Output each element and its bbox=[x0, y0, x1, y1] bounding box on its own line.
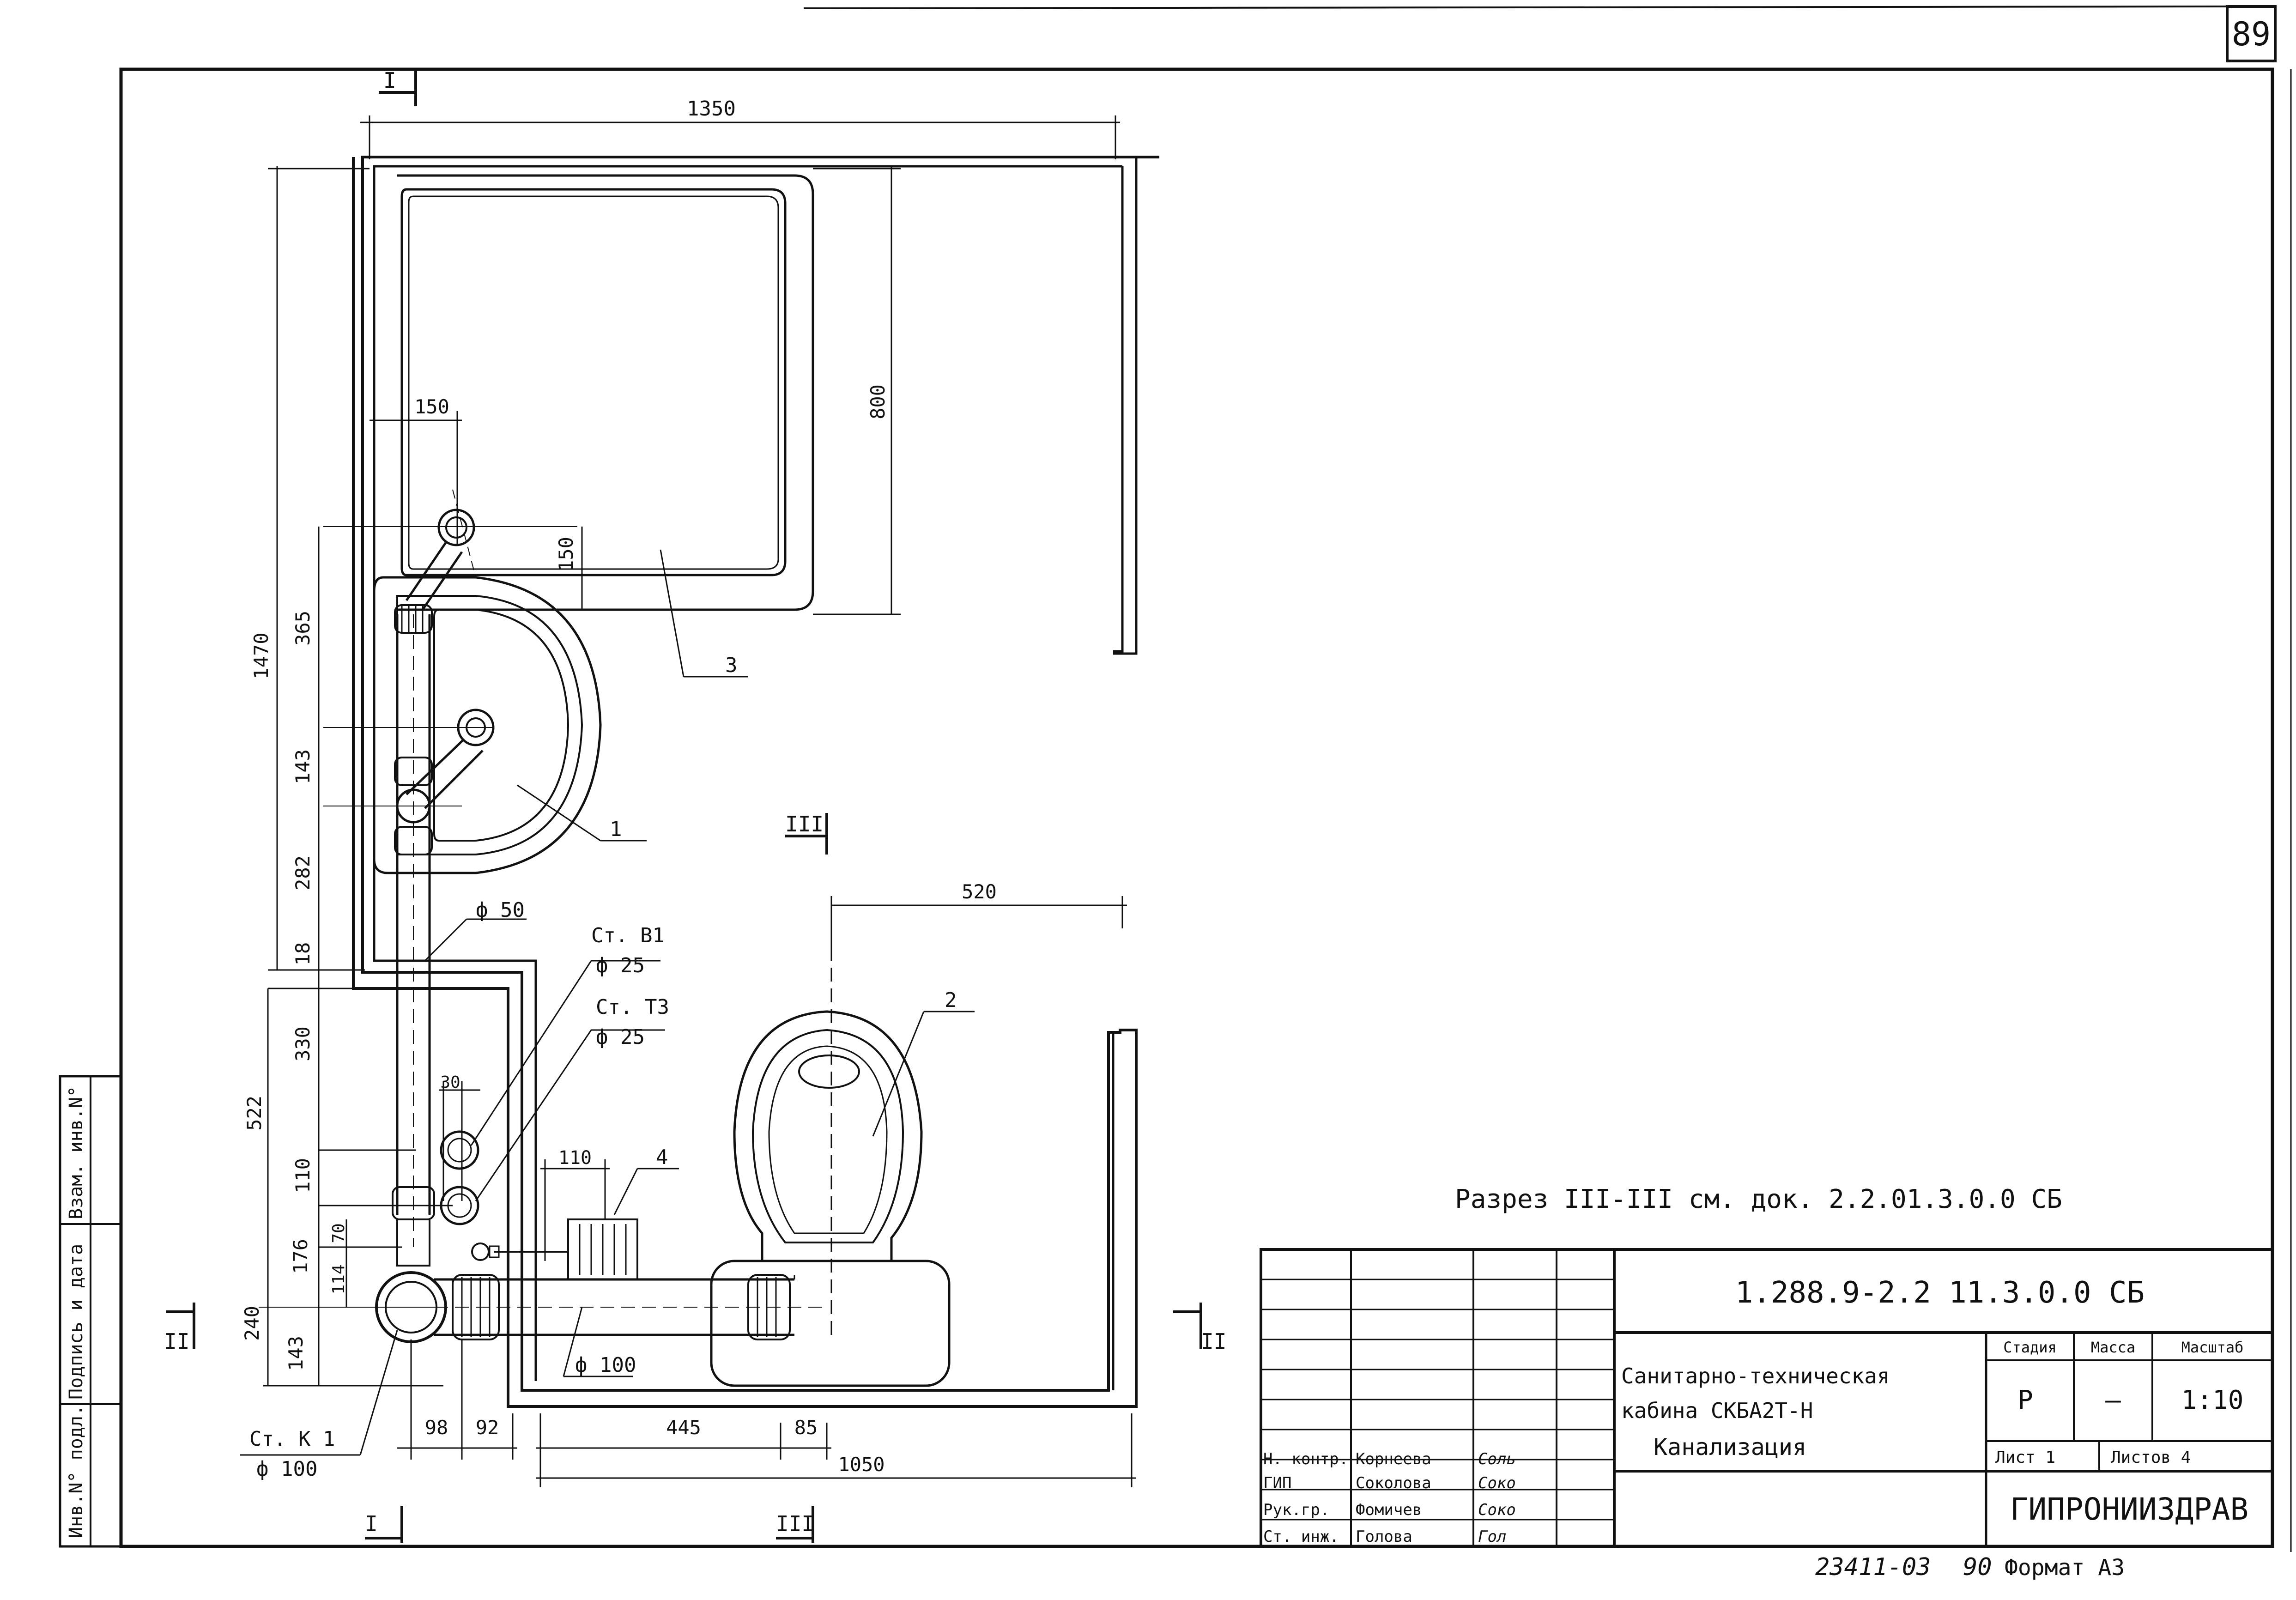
role-1: Н. контр. bbox=[1263, 1450, 1348, 1468]
scale-header: Масштаб bbox=[2181, 1339, 2244, 1356]
mass-header: Масса bbox=[2091, 1339, 2135, 1356]
dimension-texts: 1350 800 150 150 1470 365 143 282 18 330… bbox=[241, 97, 997, 1476]
label-st-k1-dia: ф 100 bbox=[256, 1457, 317, 1481]
dim-522: 522 bbox=[243, 1096, 266, 1131]
dim-330: 330 bbox=[291, 1026, 314, 1061]
footer: 23411-03 90 Формат А3 bbox=[1815, 1553, 2125, 1581]
dim-520: 520 bbox=[962, 880, 997, 903]
dim-150-side: 150 bbox=[555, 537, 577, 572]
sign-4: Гол bbox=[1478, 1527, 1506, 1546]
section-marker-labels: I I II II III III bbox=[164, 68, 1226, 1536]
name-2: Соколова bbox=[1356, 1474, 1431, 1492]
sheets-label: Листов 4 bbox=[2111, 1448, 2191, 1467]
dim-30: 30 bbox=[440, 1073, 460, 1092]
stamp-replace-inv: Взам. инв.N° bbox=[66, 1086, 87, 1219]
dim-110-h: 110 bbox=[558, 1147, 592, 1169]
label-pos-4: 4 bbox=[656, 1145, 668, 1169]
sign-3: Соко bbox=[1478, 1501, 1516, 1519]
label-pos-1: 1 bbox=[610, 818, 622, 841]
label-st-v1: Ст. В1 bbox=[591, 924, 665, 947]
name-4: Голова bbox=[1356, 1527, 1412, 1546]
role-4: Ст. инж. bbox=[1263, 1527, 1339, 1546]
label-pipe-50: ф 50 bbox=[476, 898, 525, 922]
dim-282: 282 bbox=[291, 855, 314, 891]
footer-format: Формат А3 bbox=[2005, 1555, 2125, 1581]
dim-176: 176 bbox=[289, 1239, 312, 1274]
leader-lines bbox=[240, 549, 975, 1456]
callout-texts: ф 50 Ст. В1 ф 25 Ст. Т3 ф 25 ф 100 Ст. К… bbox=[249, 654, 957, 1481]
shower-tray bbox=[397, 174, 814, 611]
organization: ГИПРОНИИЗДРАВ bbox=[2010, 1491, 2249, 1527]
sheet-label: Лист 1 bbox=[1995, 1448, 2055, 1467]
role-3: Рук.гр. bbox=[1263, 1501, 1329, 1519]
dim-85: 85 bbox=[794, 1416, 818, 1439]
side-stamp: Инв.N° подл. Подпись и дата Взам. инв.N° bbox=[59, 1075, 122, 1548]
dim-1470: 1470 bbox=[250, 632, 273, 679]
stamp-inv-number: Инв.N° подл. bbox=[66, 1405, 87, 1538]
stage-value: Р bbox=[2017, 1385, 2033, 1415]
sign-1: Соль bbox=[1478, 1450, 1516, 1468]
section-3-top: III bbox=[785, 812, 824, 836]
dim-150-top: 150 bbox=[414, 395, 449, 418]
title-block bbox=[1260, 1248, 2274, 1548]
dim-110-v: 110 bbox=[291, 1158, 314, 1193]
dim-143-a: 143 bbox=[291, 749, 314, 784]
doc-code: 1.288.9-2.2 11.3.0.0 СБ bbox=[1735, 1276, 2145, 1310]
section-1-bottom: I bbox=[365, 1511, 378, 1536]
label-pos-3: 3 bbox=[725, 654, 738, 677]
section-2-left: II bbox=[164, 1329, 189, 1354]
section-note: Разрез III-III см. док. 2.2.01.3.0.0 СБ bbox=[1455, 1184, 2062, 1214]
label-st-k1: Ст. К 1 bbox=[249, 1427, 335, 1451]
toilet bbox=[710, 947, 951, 1387]
section-2-right: II bbox=[1201, 1329, 1226, 1354]
stamp-sign-date: Подпись и дата bbox=[66, 1244, 87, 1400]
dim-70: 70 bbox=[329, 1223, 348, 1243]
dim-143-b: 143 bbox=[285, 1336, 307, 1371]
dim-365: 365 bbox=[291, 611, 314, 646]
sheet-number-box: 89 bbox=[2226, 5, 2277, 62]
dim-1050: 1050 bbox=[838, 1453, 884, 1476]
name-1: Корнеева bbox=[1356, 1450, 1431, 1468]
dim-240: 240 bbox=[241, 1306, 263, 1341]
label-st-v1-dia: ф 25 bbox=[596, 954, 645, 977]
sheet-number: 89 bbox=[2232, 15, 2271, 53]
title-line-3: Канализация bbox=[1654, 1434, 1806, 1461]
heater-item-4 bbox=[471, 1218, 638, 1280]
sign-2: Соко bbox=[1478, 1474, 1516, 1492]
footer-page: 90 bbox=[1963, 1553, 1992, 1581]
section-1-top: I bbox=[383, 68, 396, 93]
label-st-t3-dia: ф 25 bbox=[596, 1025, 645, 1049]
dimension-lines bbox=[263, 115, 1136, 1487]
title-block-text: 1.288.9-2.2 11.3.0.0 СБ Санитарно-технич… bbox=[1263, 1276, 2248, 1546]
mass-value: — bbox=[2105, 1385, 2121, 1415]
label-st-t3: Ст. Т3 bbox=[596, 995, 669, 1019]
dim-98: 98 bbox=[425, 1416, 448, 1439]
stage-header: Стадия bbox=[2003, 1339, 2057, 1356]
cabin-walls bbox=[352, 156, 1159, 1408]
title-line-1: Санитарно-техническая bbox=[1621, 1364, 1890, 1388]
role-2: ГИП bbox=[1263, 1474, 1291, 1492]
label-pos-2: 2 bbox=[945, 988, 957, 1012]
dim-1350: 1350 bbox=[687, 97, 736, 121]
title-line-2: кабина СКБА2Т-Н bbox=[1621, 1398, 1813, 1423]
dim-18: 18 bbox=[291, 942, 314, 966]
dim-114: 114 bbox=[329, 1264, 348, 1294]
name-3: Фомичев bbox=[1356, 1501, 1422, 1519]
footer-code: 23411-03 bbox=[1815, 1553, 1931, 1581]
section-3-bottom: III bbox=[776, 1511, 814, 1536]
drain-pipes bbox=[259, 489, 822, 1343]
section-markers bbox=[166, 69, 1202, 1543]
dim-800: 800 bbox=[866, 384, 889, 419]
drawing-frame bbox=[119, 67, 2274, 1548]
dim-92: 92 bbox=[476, 1416, 499, 1439]
scale-value: 1:10 bbox=[2181, 1385, 2244, 1415]
label-pipe-100: ф 100 bbox=[575, 1353, 636, 1377]
dim-445: 445 bbox=[666, 1416, 701, 1439]
